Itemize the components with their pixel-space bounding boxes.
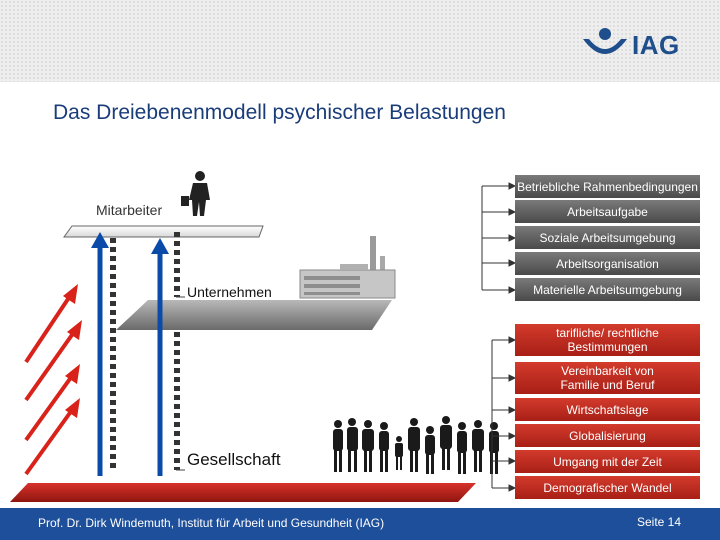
factor-soziale-arbeitsumgebung: Soziale Arbeitsumgebung bbox=[515, 226, 700, 249]
red-arrow-3 bbox=[24, 364, 80, 442]
header-background bbox=[0, 0, 720, 82]
factor-betriebliche-rahmenbedingungen: Betriebliche Rahmenbedingungen bbox=[515, 175, 700, 198]
factor-wirtschaftslage: Wirtschaftslage bbox=[515, 398, 700, 421]
factor-globalisierung: Globalisierung bbox=[515, 424, 700, 447]
factor-vereinbarkeit-familie-beruf: Vereinbarkeit von Familie und Beruf bbox=[515, 362, 700, 394]
unternehmen-platform bbox=[116, 300, 392, 330]
footer-author: Prof. Dr. Dirk Windemuth, Institut für A… bbox=[38, 516, 385, 530]
factor-umgang-mit-der-zeit: Umgang mit der Zeit bbox=[515, 450, 700, 473]
factor-arbeitsaufgabe: Arbeitsaufgabe bbox=[515, 200, 700, 223]
red-arrow-4 bbox=[24, 398, 80, 476]
iag-logo-icon bbox=[583, 28, 627, 54]
level-label-mitarbeiter: Mitarbeiter bbox=[96, 202, 163, 218]
red-arrow-2 bbox=[24, 320, 82, 402]
people-crowd-icon bbox=[333, 416, 499, 474]
connector-gesellschaft bbox=[491, 336, 517, 492]
blue-arrow-outer bbox=[91, 232, 109, 476]
connector-mitarbeiter bbox=[481, 182, 517, 294]
level-label-gesellschaft: Gesellschaft bbox=[187, 450, 281, 469]
footer-page-number: Seite 14 bbox=[637, 515, 682, 529]
worker-person-icon bbox=[181, 171, 210, 216]
page-title: Das Dreiebenenmodell psychischer Belastu… bbox=[53, 101, 506, 124]
factor-demografischer-wandel: Demografischer Wandel bbox=[515, 476, 700, 499]
footer-bar bbox=[0, 508, 720, 540]
gesellschaft-platform bbox=[10, 483, 476, 502]
factor-arbeitsorganisation: Arbeitsorganisation bbox=[515, 252, 700, 275]
factor-materielle-arbeitsumgebung: Materielle Arbeitsumgebung bbox=[515, 278, 700, 301]
logo-text: IAG bbox=[632, 30, 680, 60]
level-label-unternehmen: Unternehmen bbox=[187, 284, 272, 300]
factor-tarifliche-bestimmungen: tarifliche/ rechtliche Bestimmungen bbox=[515, 324, 700, 356]
mitarbeiter-platform bbox=[63, 225, 264, 238]
blue-arrow-inner bbox=[151, 238, 169, 476]
factory-icon bbox=[299, 236, 396, 299]
red-arrow-1 bbox=[24, 284, 78, 364]
